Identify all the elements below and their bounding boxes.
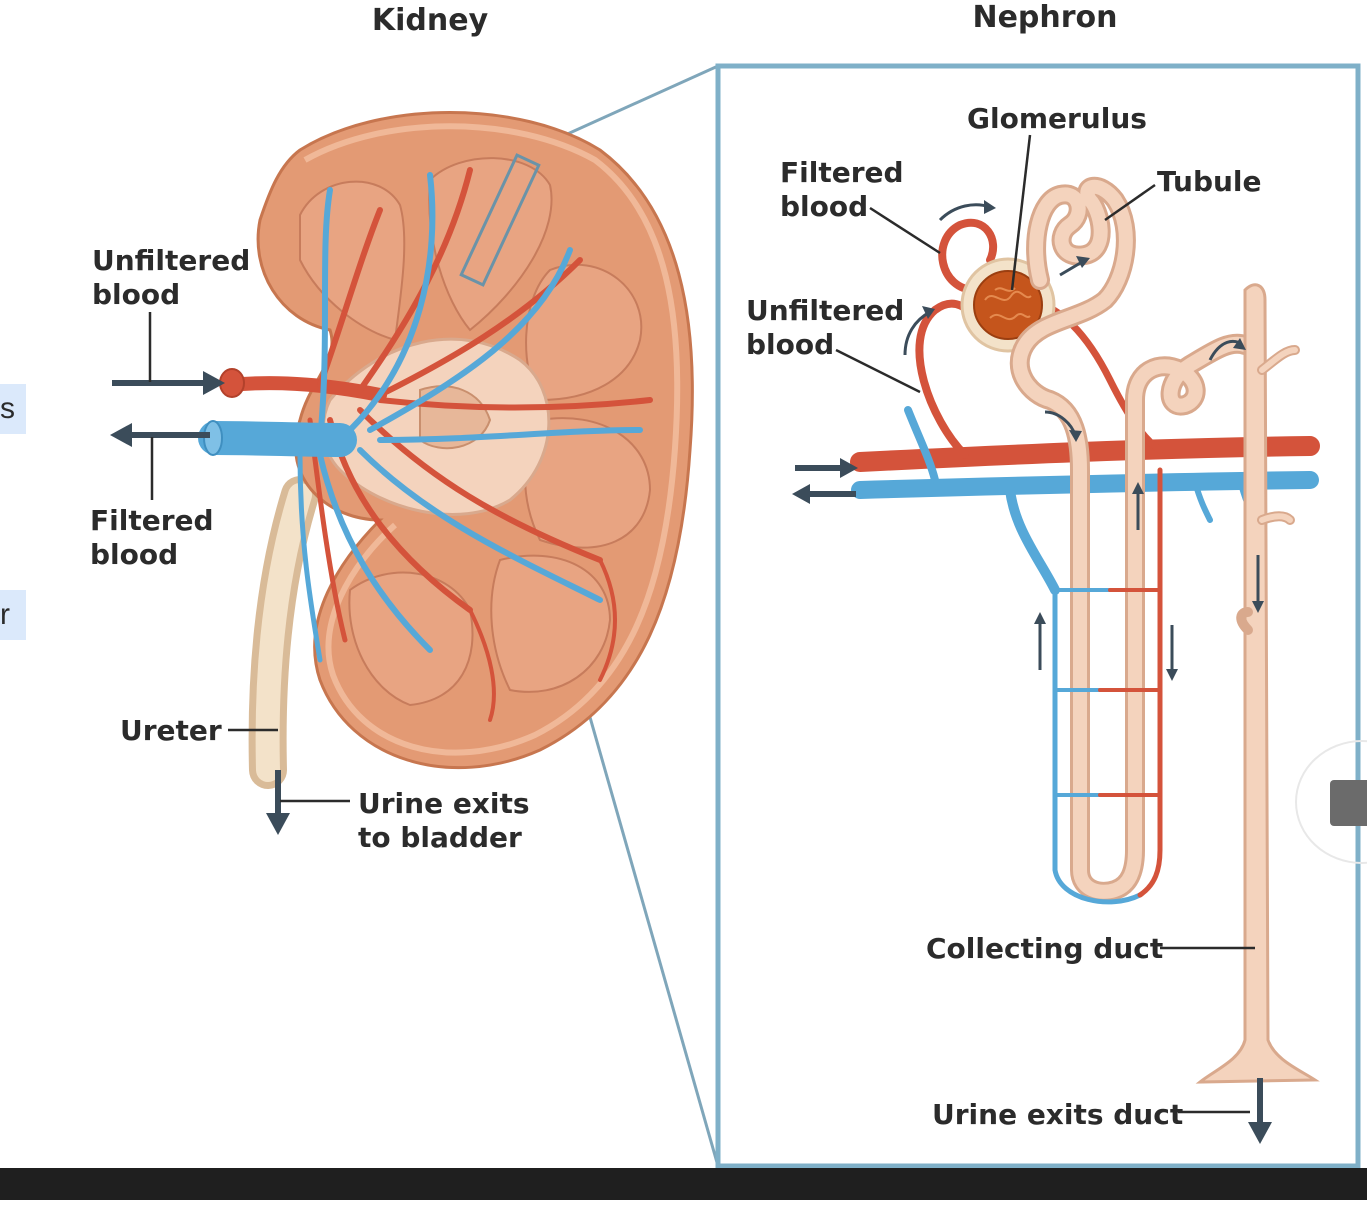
nephron-unfiltered-label-2: blood — [746, 328, 834, 361]
kidney-leaders — [148, 312, 350, 803]
nephron-leaders — [835, 134, 1255, 1114]
nephron-filtered-label-1: Filtered — [780, 156, 904, 189]
tubule-label: Tubule — [1157, 165, 1262, 198]
ureter-label: Ureter — [120, 714, 222, 747]
nephron-unfiltered-label-1: Unfiltered — [746, 294, 904, 327]
urine-exits-label-2: to bladder — [358, 821, 522, 854]
zoom-selection-box — [459, 153, 541, 287]
kidney-unfiltered-label-1: Unfiltered — [92, 244, 250, 277]
collecting-duct-label: Collecting duct — [926, 932, 1163, 965]
left-edge-tab-1-text: s — [0, 392, 15, 425]
nephron-illustration — [850, 176, 1320, 1084]
left-edge-tab-2[interactable]: r — [0, 590, 26, 640]
glomerulus-knot — [973, 270, 1043, 340]
nephron-filtered-label-2: blood — [780, 190, 868, 223]
vasa-recta — [1052, 467, 1163, 905]
kidney-filtered-label-2: blood — [90, 538, 178, 571]
nephron-frame — [715, 63, 1361, 1169]
glomerulus-label: Glomerulus — [967, 102, 1147, 135]
renal-veins — [198, 172, 643, 663]
kidney-filtered-label-1: Filtered — [90, 504, 214, 537]
kidney-flow-arrows — [110, 371, 290, 835]
tubule-path — [1009, 176, 1255, 902]
collecting-duct-shape — [1195, 283, 1320, 1084]
side-panel-handle[interactable] — [1330, 780, 1367, 826]
bottom-bar — [0, 1168, 1367, 1200]
kidney-title: Kidney — [372, 3, 489, 38]
left-edge-tab-2-text: r — [0, 598, 10, 631]
urine-exits-duct-label: Urine exits duct — [932, 1098, 1183, 1131]
nephron-title: Nephron — [972, 0, 1117, 35]
nephron-flow-arrows — [903, 200, 1264, 681]
kidney-unfiltered-label-2: blood — [92, 278, 180, 311]
nephron-io-arrows — [792, 458, 1272, 1144]
kidney-illustration — [198, 111, 694, 789]
urine-exits-label-1: Urine exits — [358, 787, 530, 820]
left-edge-tab-1[interactable]: s — [0, 384, 26, 434]
